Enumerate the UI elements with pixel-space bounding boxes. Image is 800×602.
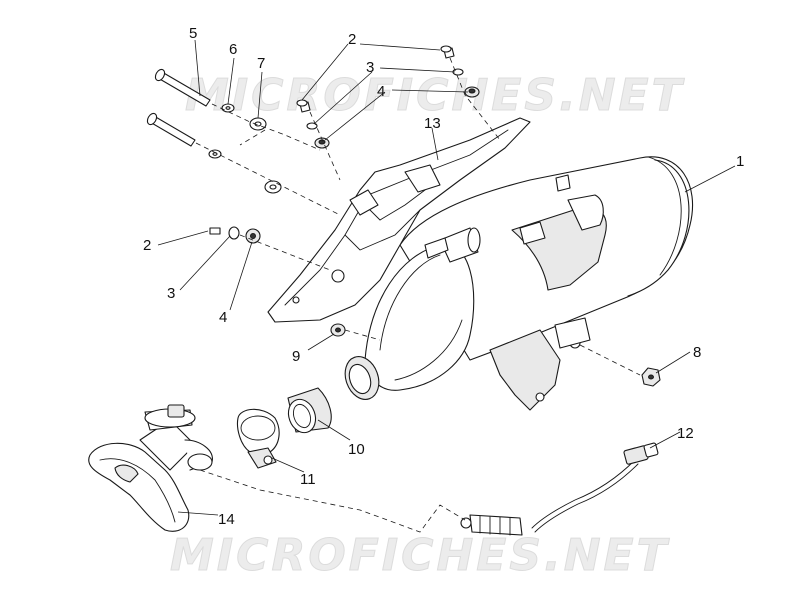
watermark-top: MICROFICHES.NET bbox=[185, 70, 685, 121]
bolt-long-lower bbox=[146, 112, 196, 147]
callout-5: 5 bbox=[189, 25, 197, 42]
lambda-sensor-12 bbox=[460, 442, 659, 536]
washer-3-left bbox=[228, 226, 240, 240]
washer-7-lower bbox=[264, 180, 282, 194]
callout-6: 6 bbox=[229, 41, 237, 58]
muffler-inlet-cone bbox=[344, 227, 481, 400]
callout-9: 9 bbox=[292, 348, 300, 365]
callout-8: 8 bbox=[693, 344, 701, 361]
grommet-4-top bbox=[464, 86, 480, 98]
callout-2-top: 2 bbox=[348, 31, 356, 48]
callout-10: 10 bbox=[348, 441, 365, 458]
grommet-4-mid bbox=[314, 137, 330, 149]
callout-4-top: 4 bbox=[377, 83, 385, 100]
callout-13: 13 bbox=[424, 115, 441, 132]
washer-7-upper bbox=[249, 117, 267, 131]
assembly-dash-lines bbox=[195, 57, 641, 533]
callout-3-left: 3 bbox=[167, 285, 175, 302]
grommet-4-left bbox=[245, 228, 261, 244]
screw-2-mid bbox=[296, 99, 311, 113]
callout-2-left: 2 bbox=[143, 237, 151, 254]
washer-6-lower bbox=[208, 149, 222, 159]
exhaust-pipe-14 bbox=[88, 404, 213, 532]
watermark-bottom: MICROFICHES.NET bbox=[170, 530, 670, 581]
washer-6-upper bbox=[221, 103, 235, 113]
callout-11: 11 bbox=[300, 471, 316, 488]
callout-7: 7 bbox=[257, 55, 265, 72]
callout-14: 14 bbox=[218, 511, 235, 528]
screw-2-top bbox=[440, 45, 455, 59]
bolt-long-upper bbox=[154, 68, 211, 107]
heat-guard bbox=[267, 117, 531, 323]
washer-3-mid bbox=[306, 122, 318, 130]
callout-3-top: 3 bbox=[366, 59, 374, 76]
clamp-11 bbox=[236, 408, 280, 469]
gasket-sleeve-10 bbox=[287, 387, 332, 434]
flange-nut-8 bbox=[641, 367, 661, 387]
callout-12: 12 bbox=[677, 425, 694, 442]
nut-9 bbox=[330, 323, 346, 337]
leader-lines bbox=[157, 39, 736, 516]
screw-2-left bbox=[209, 227, 221, 235]
callout-4-left: 4 bbox=[219, 309, 227, 326]
callout-1: 1 bbox=[736, 153, 744, 170]
